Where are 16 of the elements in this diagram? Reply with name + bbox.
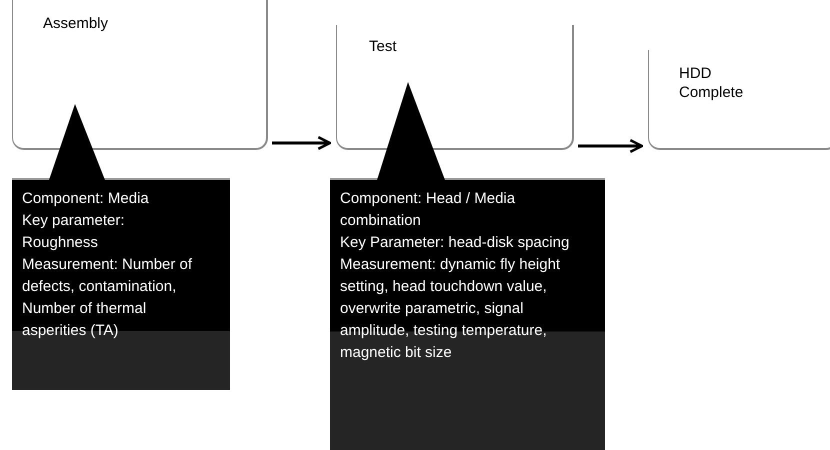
pointer-wedge [377, 82, 445, 180]
callout-text: Component: Media [22, 189, 150, 209]
stage-label: Assembly [43, 14, 110, 33]
stage-label: HDD Complete [679, 64, 744, 102]
callout-text: Measurement: Number of defects, contamination, Number of thermal asperities (TA) [22, 255, 194, 341]
arrow [578, 138, 644, 154]
callout-box [330, 178, 605, 450]
callout-text: Measurement: dynamic fly height setting, head touchdown value, overwrite parametric, signal amplitude, testing temperature, magnetic bit size [340, 255, 562, 363]
callout-text: Key Parameter: head-disk spacing [340, 233, 570, 253]
arrow [272, 136, 332, 150]
callout-text: Key parameter: Roughness [22, 211, 126, 253]
stage-label: Test [369, 37, 398, 56]
stage-box [648, 50, 830, 150]
callout-text: Component: Head / Media combination [340, 189, 516, 231]
callout-box [12, 178, 230, 390]
pointer-wedge [49, 104, 105, 180]
